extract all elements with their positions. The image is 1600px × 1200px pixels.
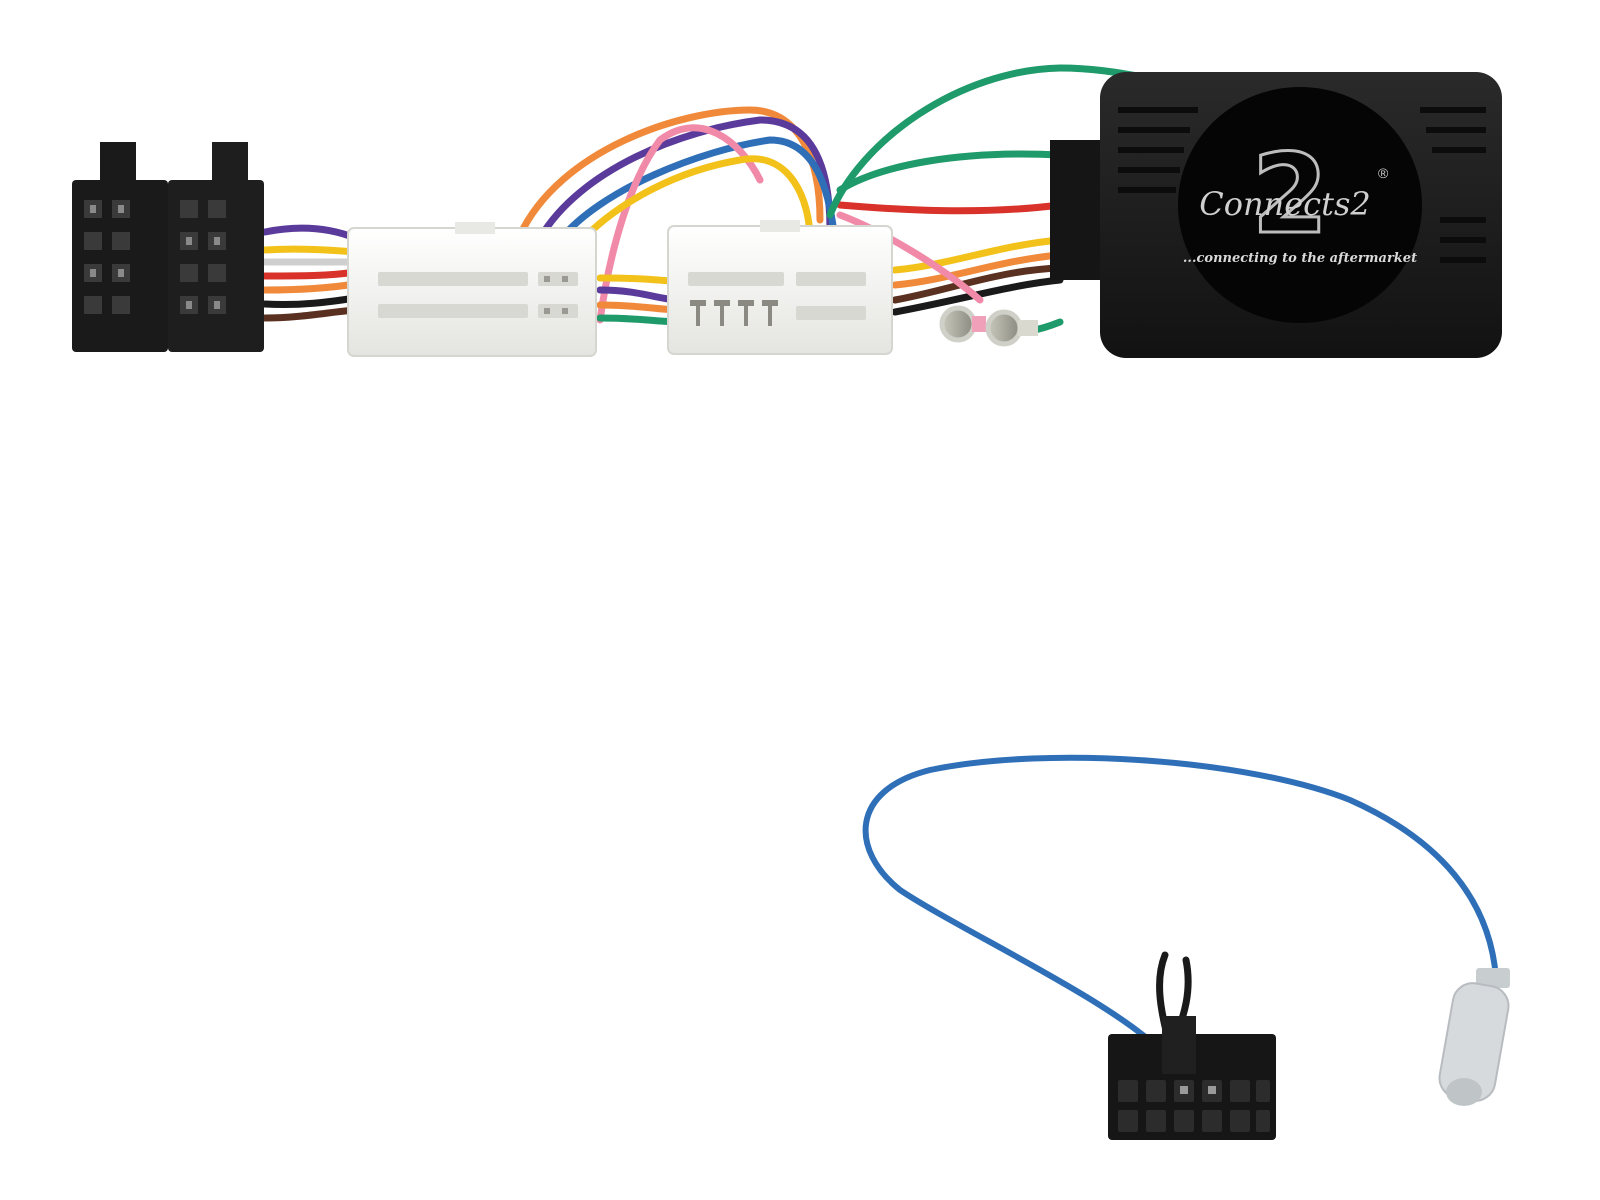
antenna-plug xyxy=(1438,968,1510,1106)
brand-logo: 2 Connects2 ® xyxy=(1199,129,1389,260)
crimp-terminal xyxy=(939,305,1038,347)
interface-module-icon xyxy=(1050,72,1502,358)
svg-text:2: 2 xyxy=(1252,130,1329,258)
harness-connector-icon xyxy=(667,220,893,355)
iso-connector-icon xyxy=(72,142,264,352)
svg-text:Connects2: Connects2 xyxy=(1199,185,1370,223)
multi-pin-connector xyxy=(1108,1016,1276,1140)
svg-text:®: ® xyxy=(1378,165,1389,181)
tagline-text: ...connecting to the aftermarket xyxy=(1183,251,1417,266)
harness-connector-icon xyxy=(347,222,597,357)
patch-lead-icon xyxy=(862,754,1499,1053)
